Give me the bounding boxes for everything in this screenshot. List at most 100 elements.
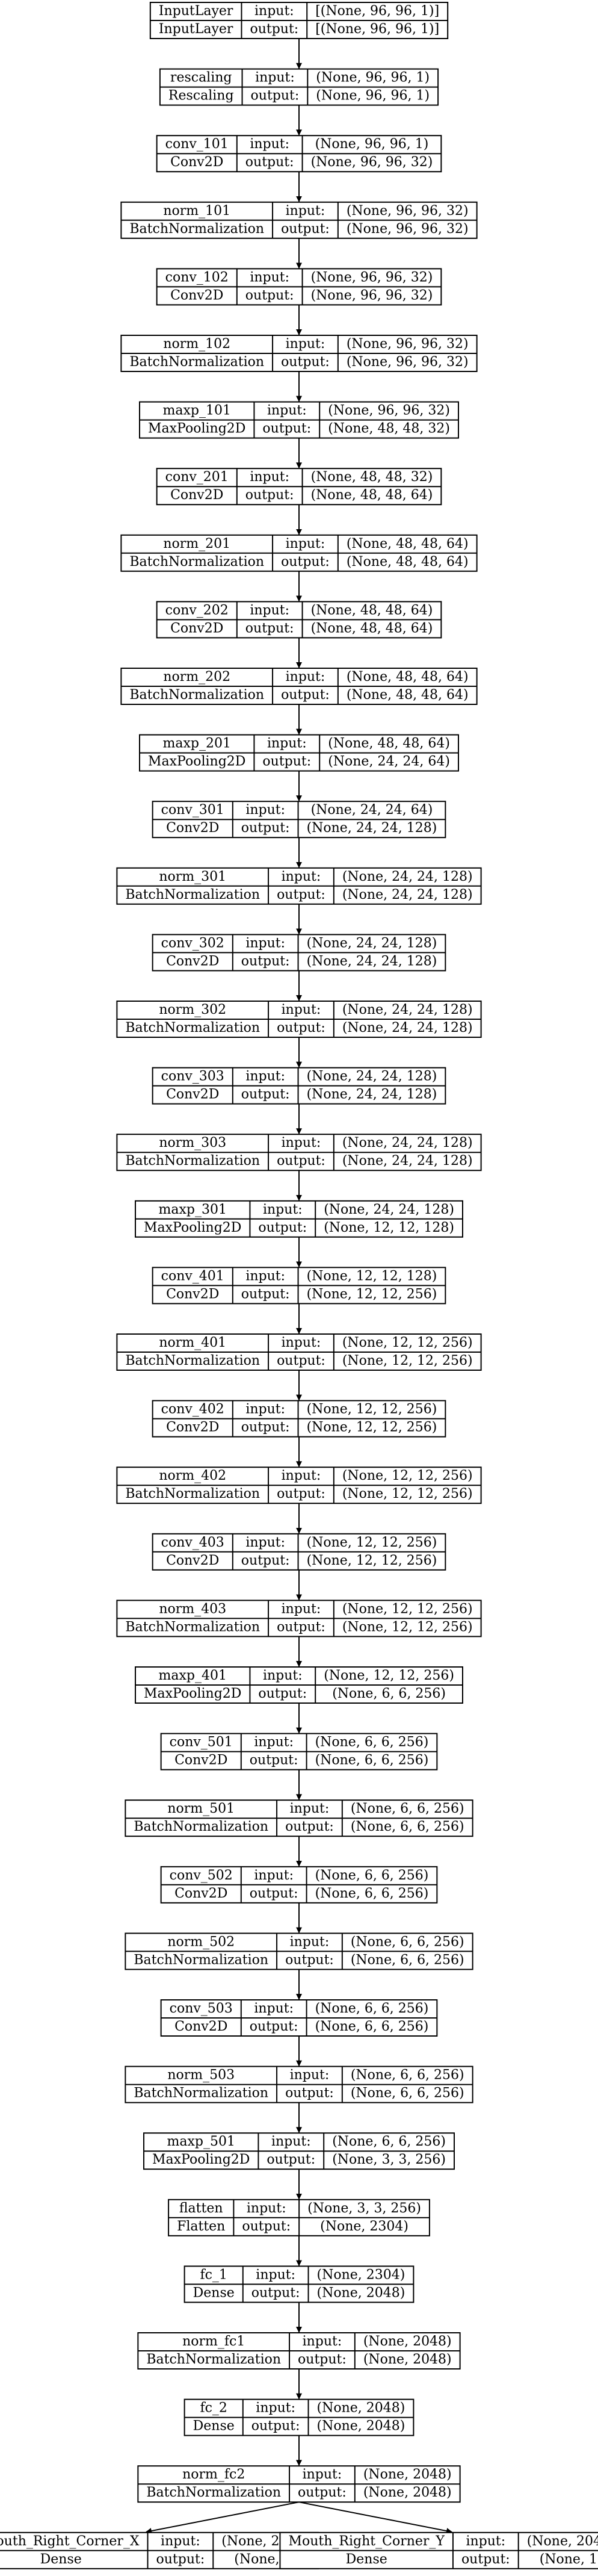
output-shape: (None, 24, 24, 128) bbox=[307, 1087, 437, 1102]
output-label: output: bbox=[156, 2552, 205, 2567]
layer-name: conv_302 bbox=[161, 936, 224, 951]
layer-type: Conv2D bbox=[170, 288, 223, 303]
output-shape: (None, 12, 12, 256) bbox=[342, 1619, 473, 1634]
output-label: output: bbox=[285, 1819, 334, 1834]
layer-node-norm-503: norm_503BatchNormalizationinput:output:(… bbox=[125, 2065, 473, 2103]
layer-type: BatchNormalization bbox=[125, 1153, 260, 1169]
output-shape: (None, 6, 6, 256) bbox=[315, 1886, 429, 1901]
input-label: input: bbox=[254, 4, 294, 19]
layer-type: Dense bbox=[346, 2552, 387, 2567]
layer-node-maxp-401: maxp_401MaxPooling2Dinput:output:(None, … bbox=[135, 1666, 463, 1704]
output-shape: (None, 48, 48, 32) bbox=[328, 421, 450, 436]
input-shape: (None, 24, 24, 128) bbox=[342, 1135, 473, 1150]
layer-name: norm_301 bbox=[159, 869, 226, 884]
output-shape: (None, 12, 12, 256) bbox=[342, 1353, 473, 1368]
layer-name: norm_502 bbox=[167, 1934, 235, 1949]
layer-name: conv_401 bbox=[161, 1268, 224, 1283]
output-shape: (None, 6, 6, 256) bbox=[332, 1686, 446, 1701]
output-label: output: bbox=[262, 421, 311, 436]
input-label: input: bbox=[282, 1135, 321, 1150]
layer-name: conv_402 bbox=[161, 1402, 224, 1417]
input-shape: (None, 2304) bbox=[317, 2267, 405, 2282]
layer-name: conv_502 bbox=[170, 1868, 233, 1883]
output-label: output: bbox=[298, 2485, 347, 2500]
layer-node-maxp-501: maxp_501MaxPooling2Dinput:output:(None, … bbox=[143, 2132, 455, 2170]
output-shape: (None, 96, 96, 32) bbox=[311, 155, 433, 170]
output-label: output: bbox=[250, 2019, 298, 2034]
input-label: input: bbox=[254, 1735, 294, 1750]
output-label: output: bbox=[262, 754, 311, 769]
input-shape: (None, 48, 48, 64) bbox=[311, 603, 433, 618]
output-shape: (None, 1) bbox=[540, 2552, 598, 2567]
input-shape: (None, 96, 96, 32) bbox=[311, 270, 433, 285]
input-shape: (None, 96, 96, 32) bbox=[347, 203, 469, 219]
layer-name: norm_402 bbox=[159, 1468, 226, 1483]
output-shape: (None, 96, 96, 32) bbox=[347, 222, 469, 237]
layer-name: conv_503 bbox=[170, 2001, 233, 2016]
layer-type: Dense bbox=[193, 2285, 235, 2300]
output-label: output: bbox=[281, 554, 330, 570]
edges bbox=[146, 39, 452, 2534]
layer-type: Conv2D bbox=[166, 954, 219, 969]
layer-name: norm_302 bbox=[159, 1002, 226, 1017]
input-label: input: bbox=[161, 2534, 200, 2549]
layer-node-norm-201: norm_201BatchNormalizationinput:output:(… bbox=[120, 534, 478, 572]
layer-name: conv_202 bbox=[165, 603, 229, 618]
layer-name: norm_303 bbox=[159, 1135, 226, 1150]
input-shape: (None, 12, 12, 256) bbox=[307, 1535, 437, 1550]
layer-type: MaxPooling2D bbox=[148, 754, 245, 769]
output-label: output: bbox=[251, 88, 300, 104]
input-label: input: bbox=[282, 1002, 321, 1017]
output-shape: (None, 48, 48, 64) bbox=[347, 687, 469, 703]
input-shape: (None, 12, 12, 256) bbox=[324, 1668, 454, 1683]
input-label: input: bbox=[282, 1335, 321, 1350]
input-label: input: bbox=[255, 70, 295, 85]
output-shape: (None, 6, 6, 256) bbox=[351, 1819, 464, 1834]
output-label: output: bbox=[241, 1286, 290, 1302]
input-label: input: bbox=[245, 936, 285, 951]
layer-name: flatten bbox=[179, 2201, 223, 2216]
input-label: input: bbox=[290, 1934, 330, 1949]
output-shape: (None, 12, 12, 256) bbox=[307, 1286, 437, 1302]
input-shape: (None, 12, 12, 256) bbox=[307, 1402, 437, 1417]
output-shape: (None, 6, 6, 256) bbox=[315, 2019, 429, 2034]
layer-type: BatchNormalization bbox=[129, 355, 264, 370]
input-label: input: bbox=[282, 1601, 321, 1616]
layer-type: Conv2D bbox=[166, 1286, 219, 1302]
output-label: output: bbox=[250, 1886, 298, 1901]
output-label: output: bbox=[277, 1486, 325, 1501]
input-label: input: bbox=[282, 1468, 321, 1483]
output-shape: (None, 96, 96, 32) bbox=[347, 355, 469, 370]
input-shape: (None, 6, 6, 256) bbox=[351, 2068, 464, 2083]
layer-type: Conv2D bbox=[170, 155, 223, 170]
input-label: input: bbox=[286, 669, 325, 684]
layer-type: MaxPooling2D bbox=[152, 2152, 250, 2167]
layer-type: BatchNormalization bbox=[125, 1020, 260, 1035]
input-label: input: bbox=[256, 2401, 295, 2416]
input-label: input: bbox=[254, 1868, 294, 1883]
layer-node-norm-401: norm_401BatchNormalizationinput:output:(… bbox=[116, 1333, 482, 1371]
input-shape: (None, 24, 24, 128) bbox=[342, 869, 473, 884]
output-shape: (None, 6, 6, 256) bbox=[351, 1952, 464, 1967]
layer-node-norm-502: norm_502BatchNormalizationinput:output:(… bbox=[125, 1932, 473, 1970]
layer-type: Dense bbox=[40, 2552, 82, 2567]
input-shape: (None, 96, 96, 32) bbox=[347, 337, 469, 352]
output-shape: (None, 24, 24, 128) bbox=[342, 1153, 473, 1169]
layer-node-maxp-101: maxp_101MaxPooling2Dinput:output:(None, … bbox=[139, 401, 459, 439]
layer-name: norm_501 bbox=[167, 1801, 235, 1816]
input-label: input: bbox=[286, 203, 325, 219]
input-label: input: bbox=[271, 2134, 311, 2149]
layer-type: BatchNormalization bbox=[129, 554, 264, 570]
layer-name: conv_201 bbox=[165, 470, 229, 485]
input-shape: [(None, 96, 96, 1)] bbox=[315, 4, 439, 19]
output-label: output: bbox=[267, 2152, 315, 2167]
output-label: output: bbox=[277, 1020, 325, 1035]
input-shape: (None, 96, 96, 1) bbox=[315, 137, 429, 152]
